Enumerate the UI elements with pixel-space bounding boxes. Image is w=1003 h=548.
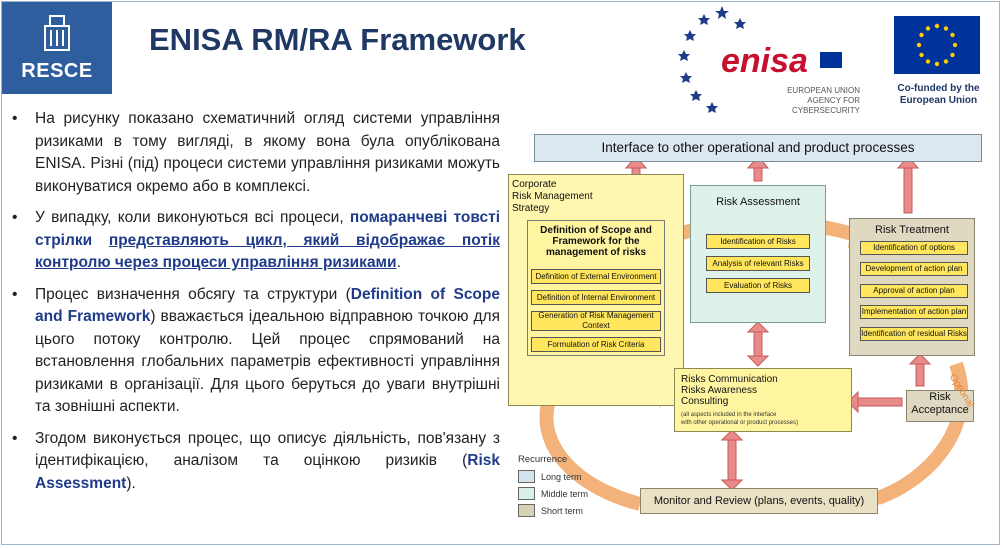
scope-title: Definition of Scope and Framework for th… xyxy=(540,225,652,258)
monitor-review-box: Monitor and Review (plans, events, quali… xyxy=(640,488,878,514)
assess-item: Evaluation of Risks xyxy=(706,278,810,293)
comm-line: Risks Awareness xyxy=(681,385,757,396)
bullet-text: У випадку, коли виконуються всі процеси, xyxy=(35,209,350,226)
comm-title: Risks Communication Risks Awareness Cons… xyxy=(681,374,778,407)
comm-line: Risks Communication xyxy=(681,374,778,385)
treat-title: Risk Treatment xyxy=(875,224,949,236)
bullet-item: • У випадку, коли виконуються всі процес… xyxy=(8,207,500,275)
bullet-text: ). xyxy=(126,474,136,492)
bullet-dot: • xyxy=(12,429,18,447)
bullet-list: • На рисунку показано схематичний огляд … xyxy=(8,108,500,504)
assess-item: Analysis of relevant Risks xyxy=(706,256,810,271)
enisa-logo: enisa EUROPEAN UNION AGENCY FOR CYBERSEC… xyxy=(676,4,866,116)
corporate-line: Corporate xyxy=(512,179,557,190)
legend-item: Short term xyxy=(518,502,588,519)
corporate-line: Strategy xyxy=(512,203,550,214)
legend-swatch xyxy=(518,504,535,517)
accept-line: Acceptance xyxy=(911,404,969,416)
risk-acceptance-box: Risk Acceptance xyxy=(906,390,974,422)
treat-item: Identification of residual Risks xyxy=(860,327,968,341)
comm-sub-line: with other operational or product proces… xyxy=(681,420,799,426)
recurrence-legend: Recurrence Long term Middle term Short t… xyxy=(518,454,588,519)
bullet-item: • Згодом виконується процес, що описує д… xyxy=(8,428,500,496)
scope-item: Formulation of Risk Criteria xyxy=(531,337,661,352)
bullet-dot: • xyxy=(12,285,18,303)
resce-logo: RESCE xyxy=(2,2,112,94)
corporate-line: Risk Management xyxy=(512,191,593,202)
bullet-text: ) вважається ідеальною відправною точкою… xyxy=(35,308,500,415)
highlight-text: помаранчеві товсті стрілки xyxy=(35,209,501,249)
legend-title: Recurrence xyxy=(518,454,568,465)
legend-label: Middle term xyxy=(541,488,589,499)
cycle-arrow-left xyxy=(539,402,642,511)
treat-item: Development of action plan xyxy=(860,262,968,276)
treat-item: Implementation of action plan xyxy=(860,305,968,319)
bullet-text: На рисунку показано схематичний огляд си… xyxy=(35,110,500,195)
bullet-text: Процес визначення обсягу та структури ( xyxy=(35,285,351,303)
enisa-wordmark: enisa xyxy=(721,42,808,80)
treat-item: Identification of options xyxy=(860,241,968,255)
corporate-label: Corporate Risk Management Strategy xyxy=(512,179,593,215)
highlight-text: Risk Assessment xyxy=(35,452,500,492)
bullet-item: • Процес визначення обсягу та структури … xyxy=(8,284,500,419)
page-title: ENISA RM/RA Framework xyxy=(149,22,526,57)
eu-flag-icon xyxy=(820,52,842,68)
scope-item: Definition of External Environment xyxy=(531,269,661,284)
risk-communication-box: Risks Communication Risks Awareness Cons… xyxy=(674,368,852,432)
assess-item: Identification of Risks xyxy=(706,234,810,249)
eu-caption: Co-funded by the European Union xyxy=(897,83,980,106)
highlight-text: Definition of Scope and Framework xyxy=(35,285,500,326)
assess-title: Risk Assessment xyxy=(716,196,800,208)
bullet-text: . xyxy=(396,254,401,271)
scope-framework-box: Definition of Scope and Framework for th… xyxy=(527,220,665,356)
eu-flag xyxy=(894,16,980,74)
rm-framework-diagram: Interface to other operational and produ… xyxy=(508,128,998,542)
scope-item: Definition of Internal Environment xyxy=(531,290,661,305)
scope-item: Generation of Risk Management Context xyxy=(531,311,661,331)
comm-subtitle: (all aspects included in the interface w… xyxy=(681,411,798,427)
legend-label: Short term xyxy=(541,505,584,516)
legend-item: Long term xyxy=(518,468,588,485)
legend-swatch xyxy=(518,470,535,483)
risk-treatment-box: Risk Treatment Identification of options… xyxy=(849,218,975,356)
cycle-arrow-right xyxy=(875,361,969,505)
bullet-item: • На рисунку показано схематичний огляд … xyxy=(8,108,500,198)
bullet-text xyxy=(92,232,109,249)
building-icon xyxy=(44,15,70,51)
enisa-subtitle: EUROPEAN UNION AGENCY FOR CYBERSECURITY xyxy=(787,86,860,115)
comm-sub-line: (all aspects included in the interface xyxy=(681,412,777,418)
logo-text: RESCE xyxy=(21,60,93,82)
interface-box: Interface to other operational and produ… xyxy=(534,134,982,162)
legend-label: Long term xyxy=(541,471,582,482)
risk-assessment-box: Risk Assessment Identification of Risks … xyxy=(690,185,826,323)
accept-line: Risk xyxy=(929,391,951,403)
legend-item: Middle term xyxy=(518,485,588,502)
highlight-text: представляють цикл, який відображає поті… xyxy=(35,231,500,272)
star-ring-icon xyxy=(678,6,746,113)
bullet-dot: • xyxy=(12,110,18,127)
treat-item: Approval of action plan xyxy=(860,284,968,298)
eu-stars-icon xyxy=(916,23,958,67)
comm-line: Consulting xyxy=(681,396,729,407)
bullet-text: Згодом виконується процес, що описує дія… xyxy=(35,429,500,470)
bullet-dot: • xyxy=(12,209,18,226)
legend-swatch xyxy=(518,487,535,500)
